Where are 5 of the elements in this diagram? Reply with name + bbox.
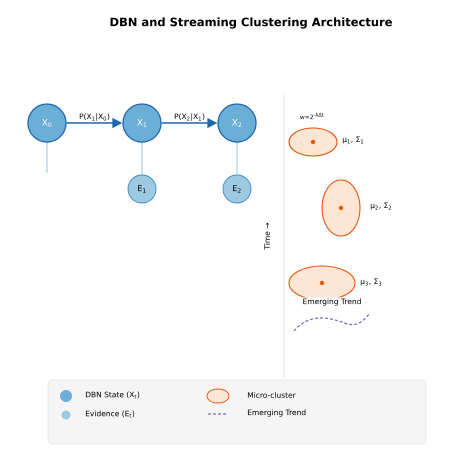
dotted-link (236, 142, 238, 176)
dotted-link (46, 142, 48, 174)
title: DBN and Streaming Clustering Architecture (110, 17, 392, 29)
micro-cluster-ellipse (288, 127, 338, 157)
micro-cluster-ellipse (321, 179, 361, 237)
